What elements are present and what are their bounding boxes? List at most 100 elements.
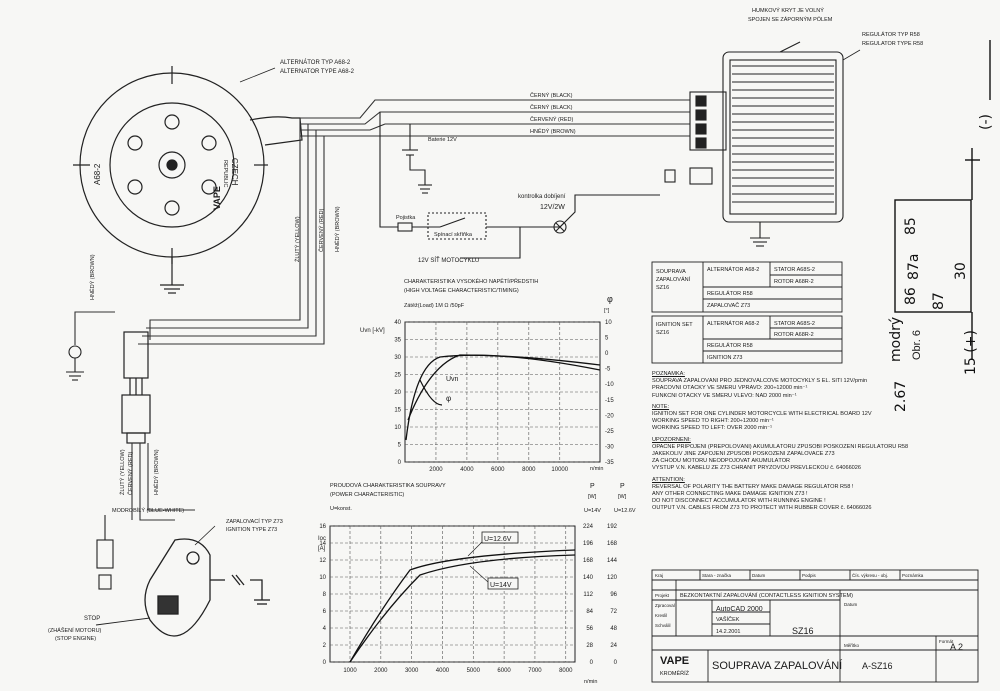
chart2-series-14v	[349, 549, 576, 663]
tb-label: Formát	[939, 639, 954, 644]
set2-subcomponent: STATOR A68S-2	[774, 321, 815, 327]
wire-yellow-vertical: ŽLUTÝ (YELLOW)	[293, 216, 301, 262]
chart2-plot: 1614121086420224196168140112845628019216…	[319, 524, 617, 674]
battery-label: Baterie 12V	[428, 137, 457, 143]
fuse-label: Pojistka	[396, 215, 416, 221]
tb-format: A 2	[950, 642, 963, 652]
stop-en: (STOP ENGINE)	[55, 636, 96, 642]
chart2-p2tick: 192	[607, 524, 618, 530]
tb-title: SOUPRAVA ZAPALOVÁNÍ	[712, 659, 843, 672]
lamp-rating: 12V/2W	[540, 204, 565, 211]
chart2-p1tick: 112	[583, 592, 593, 598]
chart2-legend-12-6: U=12.6V	[484, 536, 512, 543]
chart2-p1tick: 56	[586, 626, 593, 632]
chart2-ytick: 0	[323, 660, 327, 666]
notes-att-line: ANY OTHER CONNECTING MAKE DAMAGE IGNITIO…	[652, 491, 808, 498]
relay-plus-label: 15 (+)	[963, 330, 979, 375]
wire-brown-2: HNĚDÝ (BROWN)	[152, 449, 160, 495]
wire-red-vertical: ČERVENÝ (RED)	[318, 209, 325, 252]
chart2-ytick: 10	[319, 575, 326, 581]
chart2-legend-box-12-6	[481, 531, 519, 544]
chart1-ytick: 5	[398, 443, 402, 449]
chart2-p2-unit: [W]	[618, 494, 627, 500]
chart1-yrtick: -35	[605, 460, 614, 466]
wire-harness	[74, 99, 690, 345]
set1-name-line: SOUPRAVA	[656, 269, 686, 275]
tb-label: Schválil	[655, 623, 671, 628]
tb-label: Zpracoval	[655, 603, 675, 608]
cover-note-1: HUMKOVÝ KRYT JE VOLNÝ	[752, 7, 824, 14]
chart2-p2-symbol: P	[620, 483, 625, 490]
chart1-ytick: 15	[394, 408, 401, 414]
set2-subcomponent: ROTOR A68R-2	[774, 332, 814, 338]
chart2-p2-voltage: U=12.6V	[614, 508, 636, 514]
chart2-ylabel-unit: [A]	[318, 546, 326, 552]
chart2-ylabel-symbol: Ioc	[318, 536, 326, 542]
title-block	[651, 569, 979, 683]
notes-att-line: REVERSAL OF POLARITY THE BATTERY MAKE DA…	[652, 483, 854, 490]
tb-header-cell: Datum	[752, 573, 766, 578]
notes-note-line: IGNITION SET FOR ONE CYLINDER MOTORCYCLE…	[652, 411, 872, 418]
notes-att-head: ATTENTION:	[652, 476, 685, 483]
chart1-load: Zátěž(Load) 1M Ω /50pF	[404, 303, 465, 309]
relay-minus-label: (-)	[978, 114, 994, 130]
chart2-xtick: 8000	[559, 668, 573, 674]
wire-brown: HNĚDÝ (BROWN)	[530, 127, 576, 135]
chart2-p1tick: 84	[586, 609, 593, 615]
tb-company-sub: KROMĚŘÍŽ	[660, 669, 690, 677]
relay-pin-86: 86	[903, 287, 919, 305]
tb-label: Datum	[844, 602, 858, 607]
chart1-ytick: 25	[394, 373, 401, 379]
chart1-title-cz: CHARAKTERISTIKA VYSOKÉHO NAPĚTÍ/PŘEDSTIH	[404, 277, 538, 285]
sets-table	[651, 261, 843, 364]
tb-header-cell: Poznámka	[902, 573, 924, 578]
stop-label: STOP	[84, 616, 100, 622]
chart2-xunit: n/min	[584, 679, 597, 685]
notes-upoz-line: OPAČNÉ PŘIPOJENÍ (PŘEPÓLOVÁNÍ) AKUMULÁTO…	[652, 443, 909, 450]
switch-label: Spínací skříňka	[434, 232, 473, 238]
coil-wires	[131, 443, 195, 521]
chart2-title-en: (POWER CHARACTERISTIC)	[330, 492, 404, 498]
notes-upoz-line: VÝSTUP V.N. KABELŮ ZE Z73 CHRÁNIT PRYŽOV…	[652, 465, 862, 472]
chart2-xtick: 5000	[467, 668, 481, 674]
chart2-legend-14: U=14V	[490, 582, 512, 589]
chart1-yrtick: -20	[605, 413, 614, 419]
chart2-ytick: 16	[319, 524, 326, 530]
chart1-yrtick: 5	[605, 336, 609, 342]
chart-power: PROUDOVÁ CHARAKTERISTIKA SOUPRAVY (POWER…	[318, 482, 636, 685]
chart2-xtick: 4000	[436, 668, 450, 674]
set2-component: IGNITION Z73	[707, 355, 742, 361]
notes-att-line: DO NOT DISCONNECT ACCUMULATOR WITH RUNNI…	[652, 498, 826, 505]
chart2-p1-symbol: P	[590, 483, 595, 490]
set2-name-line: SZ16	[656, 330, 669, 336]
chart1-legend-phi: φ	[446, 394, 451, 403]
relay-ref-number: 2.67	[893, 381, 909, 412]
notes-upoz-head: UPOZORNĚNÍ:	[652, 436, 691, 443]
wire-red-2: ČERVENÝ (RED)	[127, 452, 134, 495]
chart1-xtick: 8000	[522, 467, 536, 473]
chart2-xtick: 1000	[343, 668, 357, 674]
relay-pin-87a: 87a	[906, 254, 922, 280]
chart2-p2tick: 120	[607, 575, 618, 581]
chart2-p2tick: 48	[610, 626, 617, 632]
chart1-series-uvn	[405, 354, 601, 441]
cover-note-2: SPOJEN SE ZÁPORNÝM PÓLEM	[748, 16, 833, 23]
tb-code-box: SZ16	[792, 626, 814, 636]
set2-component: ALTERNÁTOR A68-2	[707, 320, 759, 327]
relay-pin-30: 30	[953, 262, 969, 280]
tb-header-cell: Podpis	[802, 573, 817, 578]
battery-circuit	[379, 112, 660, 259]
chart2-p2tick: 144	[607, 558, 618, 564]
chart2-p2tick: 96	[610, 592, 617, 598]
set1-name-line: SZ16	[656, 285, 669, 291]
chart2-series-12-6v	[349, 554, 576, 663]
set2-component: REGULÁTOR R58	[707, 342, 753, 349]
tb-label: Měřítko	[844, 643, 860, 648]
chart1-xtick: 10000	[551, 467, 568, 473]
chart2-leader-12-6	[467, 541, 483, 557]
chart1-yrtick: -15	[605, 398, 614, 404]
chart2-ytick: 6	[323, 609, 327, 615]
